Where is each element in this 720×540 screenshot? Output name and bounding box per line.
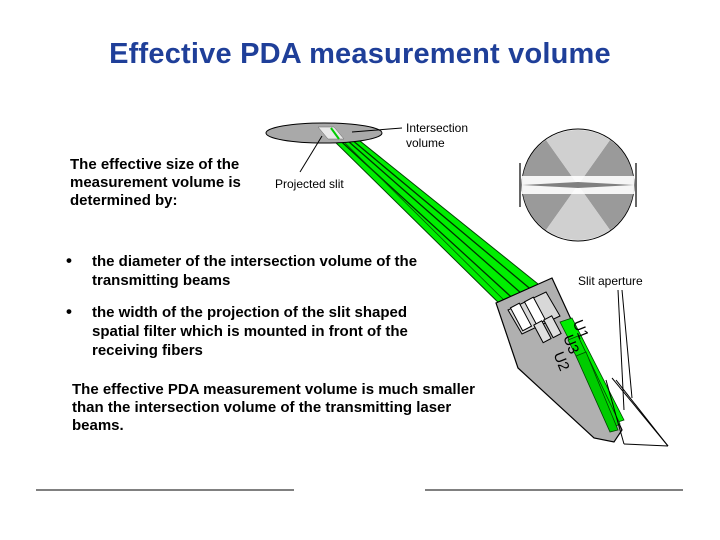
footer-rule-right	[425, 489, 683, 491]
intersection-volume-label: Intersection volume	[406, 121, 488, 151]
fiber-label-u2: U2	[550, 349, 573, 373]
bullet-text: the diameter of the intersection volume …	[92, 253, 418, 289]
slide-title: Effective PDA measurement volume	[109, 38, 611, 70]
slit-aperture-leader	[617, 289, 625, 411]
intro-text: The effective size of the measurement vo…	[70, 156, 241, 209]
transmitting-beams	[324, 132, 549, 313]
slit-aperture-leader	[621, 289, 633, 399]
bullet-dot: •	[66, 302, 72, 321]
bullet-text: the width of the projection of the slit …	[92, 304, 408, 359]
intersection-volume	[265, 122, 383, 144]
conclusion-text: The effective PDA measurement volume is …	[72, 381, 475, 434]
projected-slit-label: Projected slit	[275, 177, 344, 191]
intersection-volume-text: Intersection volume	[406, 121, 469, 150]
slit-aperture-label: Slit aperture	[578, 274, 643, 288]
bullet-item-1: • the diameter of the intersection volum…	[66, 251, 422, 290]
slit-aperture-view	[519, 128, 637, 242]
projected-slit-leader	[299, 135, 323, 173]
bullet-item-2: • the width of the projection of the sli…	[66, 302, 452, 360]
footer-rule-left	[36, 489, 294, 491]
receiving-probe	[495, 277, 669, 447]
fiber-label-u3: U3	[559, 332, 582, 356]
bullet-dot: •	[66, 251, 72, 270]
intersection-leader	[351, 127, 403, 133]
fiber-label-u1: U1	[569, 317, 592, 341]
